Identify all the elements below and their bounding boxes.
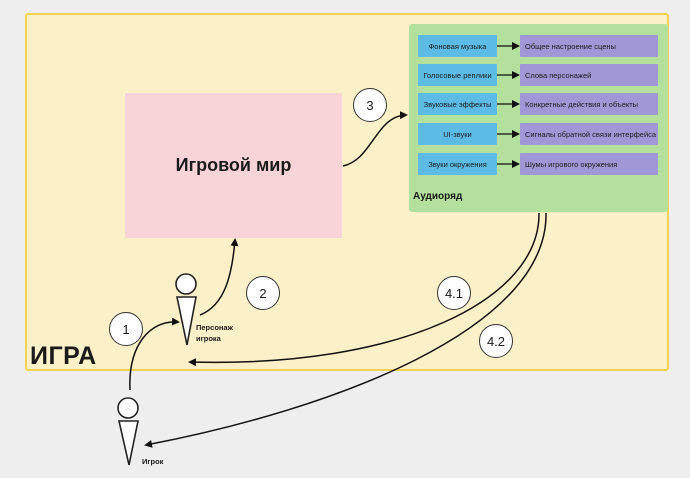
audio-title: Аудиоряд [413, 191, 463, 202]
step-badge-2: 2 [246, 276, 280, 310]
step-badge-1: 1 [109, 312, 143, 346]
game-label: ИГРА [30, 342, 97, 370]
audio-source-music: Фоновая музыка [418, 35, 497, 57]
character-figure [175, 273, 197, 346]
player-figure [117, 397, 139, 466]
character-caption: Персонаж игрока [196, 322, 233, 344]
step-badge-4-1: 4.1 [437, 276, 471, 310]
audio-target-mood: Общее настроение сцены [520, 35, 658, 57]
player-caption: Игрок [142, 457, 164, 466]
audio-target-ambient-noise: Шумы игрового окружения [520, 153, 658, 175]
audio-source-ambient: Звуки окружения [418, 153, 497, 175]
character-caption-line2: игрока [196, 334, 221, 343]
audio-target-character-lines: Слова персонажей [520, 64, 658, 86]
audio-target-actions: Конкретные действия и объекты [520, 93, 658, 115]
audio-source-sfx: Звуковые эффекты [418, 93, 497, 115]
audio-source-ui: UI-звуки [418, 123, 497, 145]
audio-source-voice: Голосовые реплики [418, 64, 497, 86]
game-world-box: Игровой мир [125, 93, 342, 238]
character-caption-line1: Персонаж [196, 323, 233, 332]
character-body [176, 296, 197, 346]
game-world-label: Игровой мир [175, 155, 292, 175]
character-head [175, 273, 197, 295]
arrow-character-to-world [199, 238, 239, 316]
arrow-audio-to-character [188, 212, 540, 367]
audio-target-ui-feedback: Сигналы обратной связи интерфейса [520, 123, 658, 145]
step-badge-4-2: 4.2 [479, 324, 513, 358]
arrow-audio-to-player [144, 212, 547, 448]
player-head [117, 397, 139, 419]
step-badge-3: 3 [353, 88, 387, 122]
player-body [117, 420, 139, 466]
arrow-world-to-audio [342, 111, 408, 167]
row-arrows [497, 42, 520, 168]
arrow-player-to-character [129, 317, 180, 391]
